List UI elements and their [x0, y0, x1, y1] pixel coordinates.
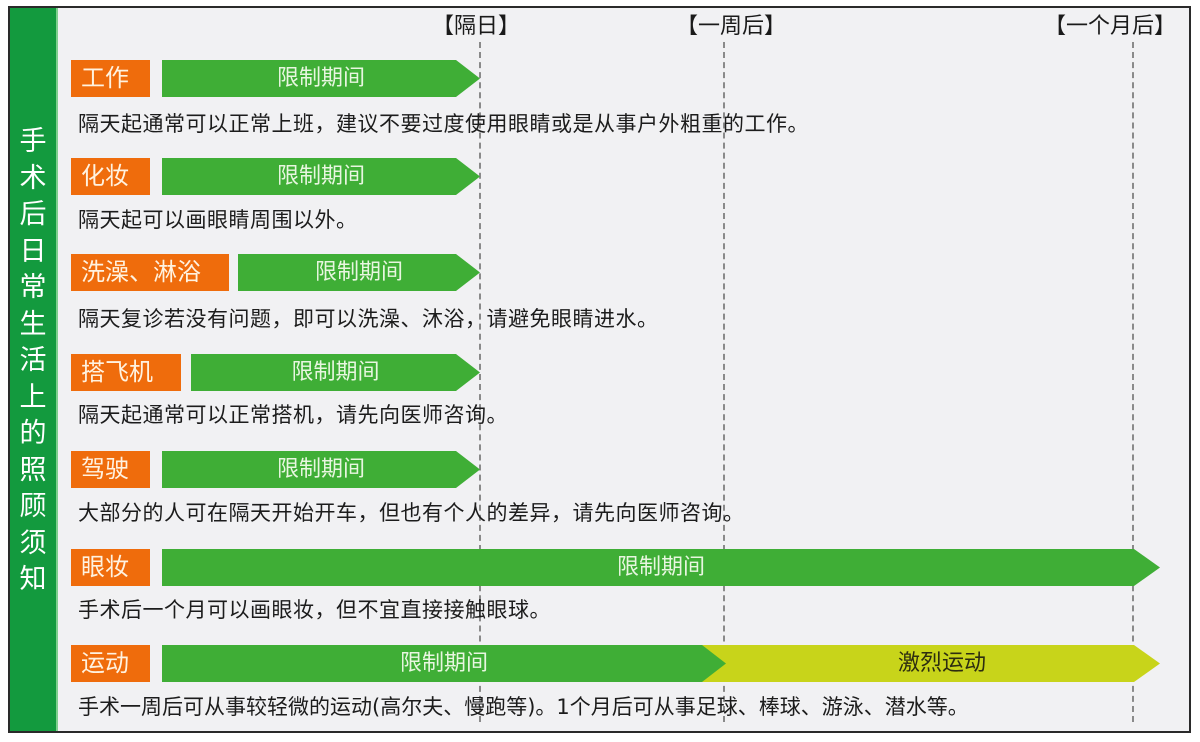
restriction-bar-driving: 限制期间: [162, 451, 480, 488]
description-bathing: 隔天复诊若没有问题，即可以洗澡、沐浴，请避免眼睛进水。: [78, 307, 659, 331]
bar-label: 限制期间: [276, 457, 365, 482]
category-tag-work: 工作: [71, 60, 150, 97]
bar-label: 限制期间: [276, 66, 365, 91]
category-tag-flying: 搭飞机: [71, 354, 181, 391]
restriction-bar-bathing: 限制期间: [238, 254, 480, 291]
dashed-line-one-month: [1132, 42, 1134, 722]
dashed-line-one-week: [723, 42, 725, 722]
bar-label: 激烈运动: [897, 651, 986, 676]
category-tag-driving: 驾驶: [71, 451, 150, 488]
description-flying: 隔天起通常可以正常搭机，请先向医师咨询。: [78, 403, 508, 427]
intense-exercise-bar: 激烈运动: [700, 645, 1160, 682]
description-driving: 大部分的人可在隔天开始开车，但也有个人的差异，请先向医师咨询。: [78, 501, 745, 525]
description-makeup: 隔天起可以画眼睛周围以外。: [78, 208, 358, 232]
category-tag-eye-makeup: 眼妆: [71, 549, 150, 586]
description-eye-makeup: 手术后一个月可以画眼妆，但不宜直接接触眼球。: [78, 598, 551, 622]
bar-label: 限制期间: [291, 360, 380, 385]
category-tag-bathing: 洗澡、淋浴: [71, 254, 229, 291]
bar-label: 限制期间: [276, 164, 365, 189]
sidebar: 手术后日常生活上的照顾须知: [10, 8, 58, 731]
restriction-bar-flying: 限制期间: [191, 354, 480, 391]
bar-label: 限制期间: [399, 651, 488, 676]
sidebar-title: 手术后日常生活上的照顾须知: [19, 126, 47, 595]
timeline-marker-one-month: 【一个月后】: [1044, 14, 1177, 39]
description-exercise: 手术一周后可从事较轻微的运动(高尔夫、慢跑等)。1个月后可从事足球、棒球、游泳、…: [78, 695, 969, 719]
restriction-bar-eye-makeup: 限制期间: [162, 549, 1160, 586]
restriction-bar-makeup: 限制期间: [162, 158, 480, 195]
restriction-bar-work: 限制期间: [162, 60, 480, 97]
restriction-bar-exercise: 限制期间: [162, 645, 726, 682]
dashed-line-next-day: [479, 42, 481, 722]
timeline-marker-one-week: 【一周后】: [676, 14, 787, 39]
category-tag-exercise: 运动: [71, 645, 150, 682]
category-tag-makeup: 化妆: [71, 158, 150, 195]
bar-label: 限制期间: [616, 555, 705, 580]
description-work: 隔天起通常可以正常上班，建议不要过度使用眼睛或是从事户外粗重的工作。: [78, 112, 809, 136]
timeline-marker-next-day: 【隔日】: [432, 14, 521, 39]
bar-label: 限制期间: [314, 260, 403, 285]
